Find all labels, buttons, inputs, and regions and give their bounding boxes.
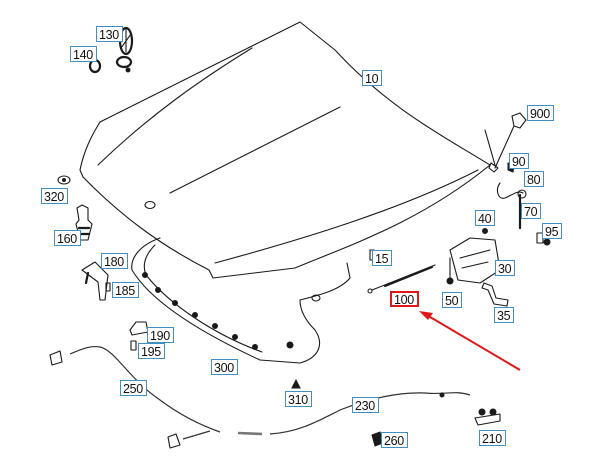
part-label-310[interactable]: 310 — [285, 391, 312, 407]
part-label-160[interactable]: 160 — [54, 230, 81, 246]
bolt-50-part[interactable] — [446, 257, 454, 285]
part-label-210[interactable]: 210 — [479, 430, 506, 446]
release-cable-front-part[interactable] — [237, 392, 471, 436]
hood-hinge-part[interactable] — [449, 237, 501, 284]
hood-panel-part[interactable] — [79, 21, 491, 279]
highlight-arrow — [419, 311, 521, 371]
part-label-35[interactable]: 35 — [494, 307, 515, 323]
sensor-900-part[interactable] — [484, 112, 527, 173]
gas-strut-part[interactable] — [367, 264, 436, 294]
part-label-50[interactable]: 50 — [442, 292, 463, 308]
part-label-320[interactable]: 320 — [41, 188, 68, 204]
washer-part[interactable] — [57, 175, 71, 185]
bracket-35-part[interactable] — [481, 282, 509, 307]
part-label-30[interactable]: 30 — [495, 260, 516, 276]
part-label-230[interactable]: 230 — [352, 397, 379, 413]
latch-bracket-part[interactable] — [81, 261, 109, 301]
lock-190-part[interactable] — [129, 321, 149, 336]
release-handle-part[interactable] — [474, 408, 501, 426]
clip-310-part[interactable] — [291, 378, 301, 389]
part-label-900[interactable]: 900 — [527, 105, 554, 121]
part-label-190[interactable]: 190 — [147, 327, 174, 343]
part-label-130[interactable]: 130 — [96, 26, 123, 42]
part-label-10[interactable]: 10 — [362, 70, 383, 86]
switch-80-part[interactable] — [496, 182, 527, 199]
part-label-260[interactable]: 260 — [381, 432, 408, 448]
part-label-80[interactable]: 80 — [524, 171, 545, 187]
screw-185-part[interactable] — [105, 282, 111, 292]
part-label-90[interactable]: 90 — [509, 153, 530, 169]
part-label-180[interactable]: 180 — [101, 253, 128, 269]
part-label-15[interactable]: 15 — [372, 250, 393, 266]
nut-40-part[interactable] — [482, 228, 488, 234]
hood-seal-part[interactable] — [131, 237, 351, 364]
part-label-185[interactable]: 185 — [112, 282, 139, 298]
part-label-195[interactable]: 195 — [138, 343, 165, 359]
release-cable-rear-part[interactable] — [49, 345, 221, 449]
part-label-40[interactable]: 40 — [475, 210, 496, 226]
part-label-70[interactable]: 70 — [521, 203, 542, 219]
part-label-140[interactable]: 140 — [70, 46, 97, 62]
part-label-100-highlighted[interactable]: 100 — [390, 291, 419, 307]
screw-195-part[interactable] — [130, 340, 137, 351]
part-label-95[interactable]: 95 — [542, 223, 563, 239]
part-label-250[interactable]: 250 — [120, 380, 147, 396]
part-label-300[interactable]: 300 — [211, 359, 238, 375]
